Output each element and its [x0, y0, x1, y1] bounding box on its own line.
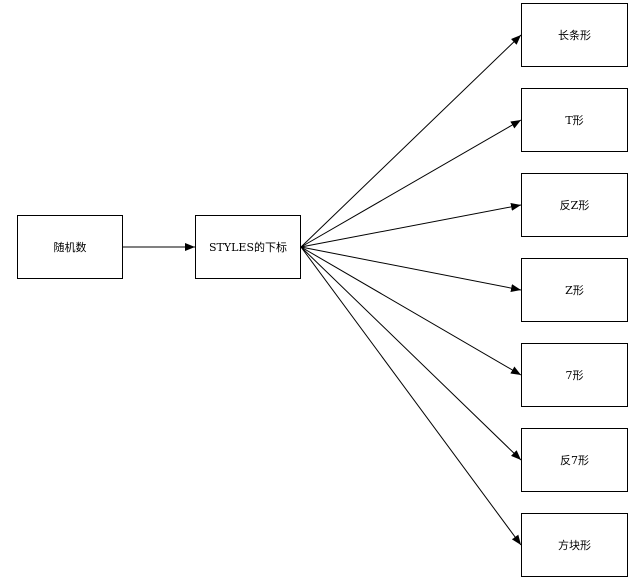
shape-label: 反7形	[560, 454, 589, 467]
shape-box-reverse-z: 反Z形	[521, 173, 628, 237]
shape-box-reverse-seven: 反7形	[521, 428, 628, 492]
random-number-box: 随机数	[17, 215, 123, 279]
styles-index-box: STYLES的下标	[195, 215, 301, 279]
shape-box-t: T形	[521, 88, 628, 152]
shape-label: 长条形	[558, 29, 591, 42]
shape-label: 反Z形	[559, 199, 590, 212]
styles-index-label: STYLES的下标	[208, 241, 287, 254]
arrow-index-to-shape	[300, 246, 522, 376]
shape-label: 方块形	[558, 539, 591, 552]
arrow-index-to-shape	[300, 246, 522, 461]
arrow-index-to-shape	[300, 119, 522, 248]
arrow-index-to-shape	[300, 202, 522, 248]
arrow-index-to-shape	[300, 246, 522, 293]
shape-box-long-bar: 长条形	[521, 3, 628, 67]
shape-label: Z形	[565, 284, 584, 297]
arrow-index-to-shape	[300, 34, 522, 248]
arrow-index-to-shape	[300, 246, 522, 546]
shape-box-seven: 7形	[521, 343, 628, 407]
shape-label: T形	[565, 114, 584, 127]
shape-box-square: 方块形	[521, 513, 628, 577]
shape-label: 7形	[565, 369, 584, 382]
shape-box-z: Z形	[521, 258, 628, 322]
random-number-label: 随机数	[53, 241, 87, 254]
